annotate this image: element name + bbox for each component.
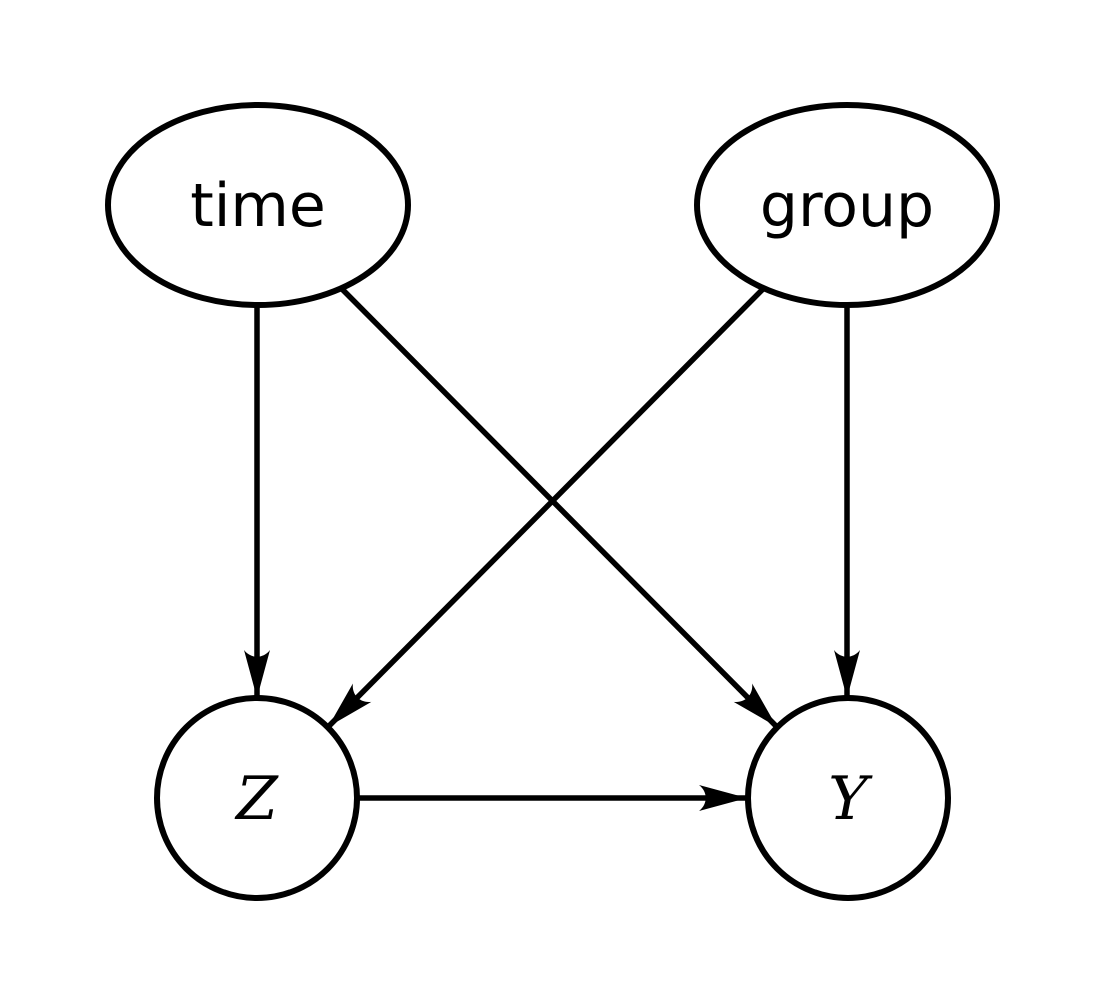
node-Z-shape (154, 695, 360, 901)
edge-time-to-Y (339, 286, 778, 728)
node-group-shape (694, 102, 1000, 308)
node-Y-label: Y (828, 764, 873, 834)
nodes-layer (105, 102, 1000, 901)
edge-group-to-Z (327, 286, 766, 728)
node-time-shape (105, 102, 411, 308)
node-group-label: group (760, 171, 934, 241)
node-Z-label: Z (234, 764, 279, 834)
node-Y-shape (745, 695, 951, 901)
edges-layer (244, 286, 860, 811)
node-time-label: time (190, 171, 326, 241)
